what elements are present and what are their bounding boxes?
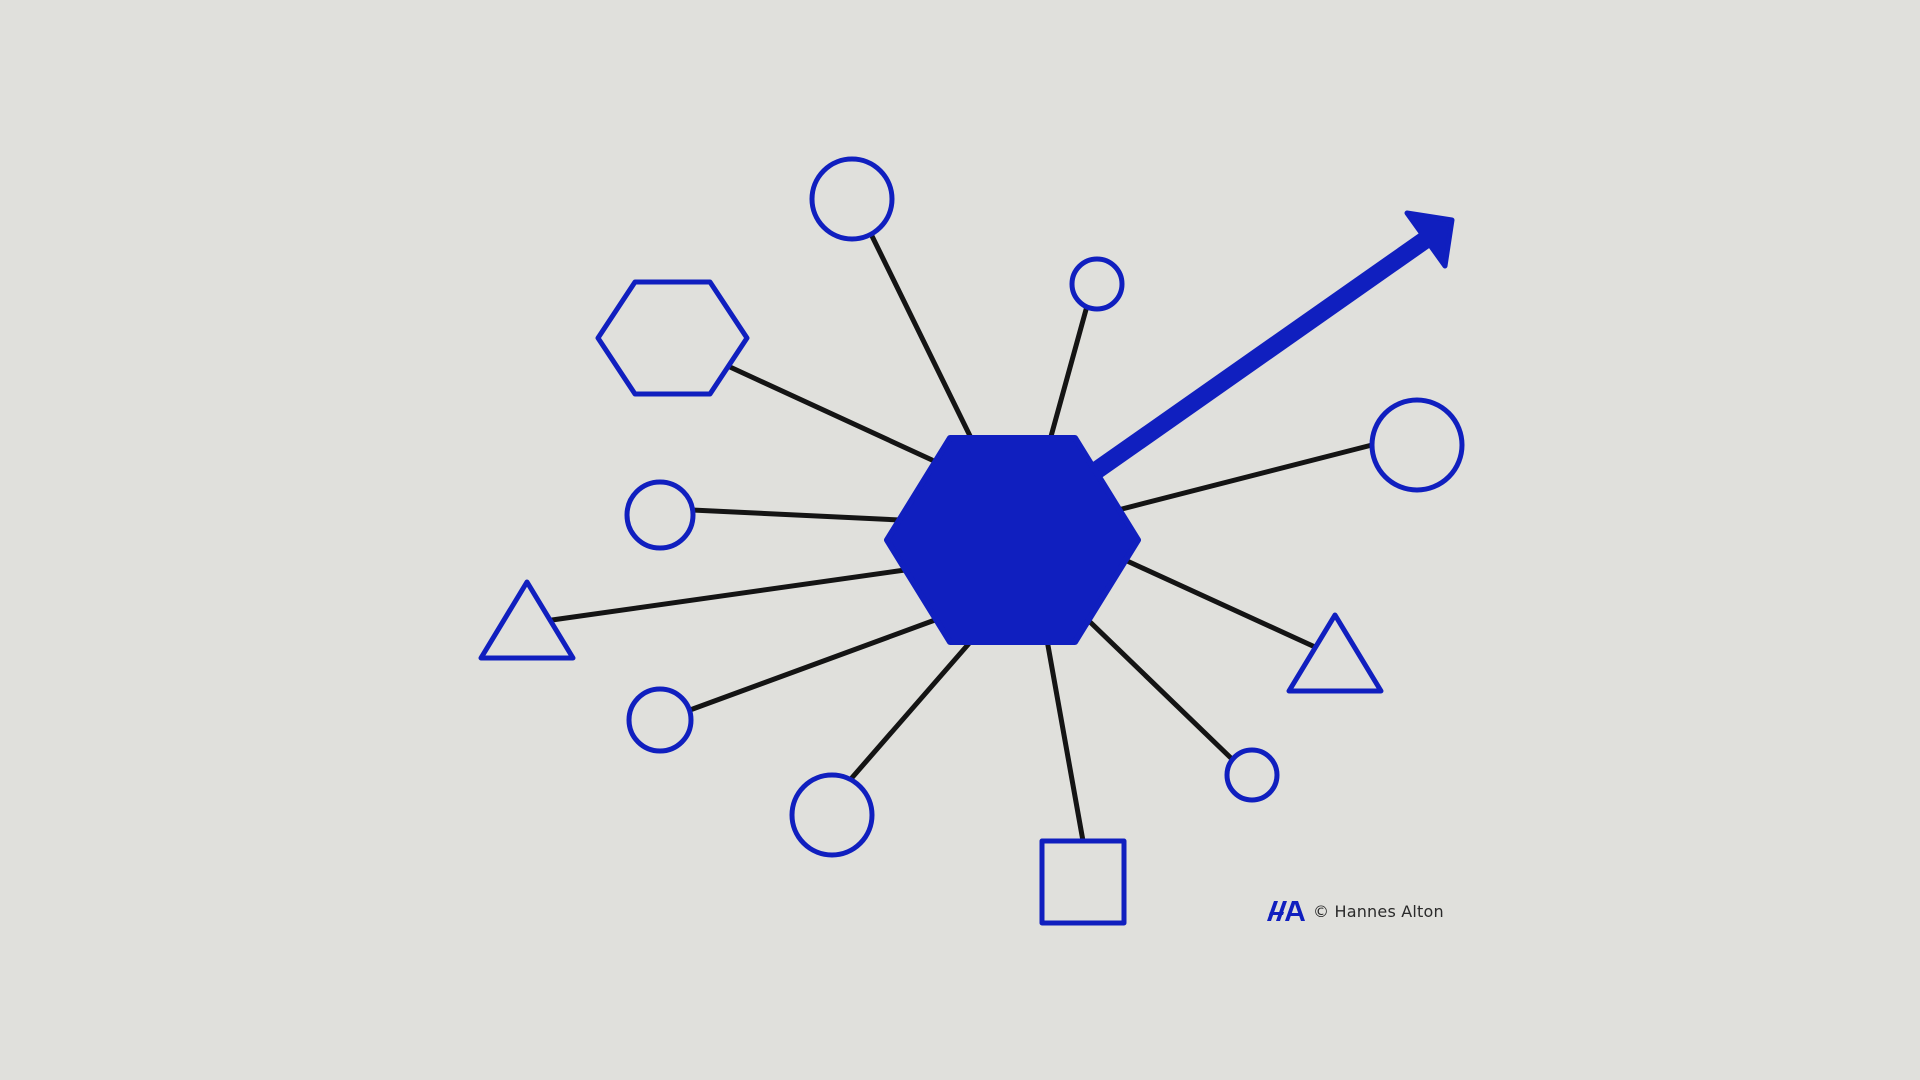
node-circle-top-right-small xyxy=(1069,256,1125,312)
connector-lines xyxy=(549,231,1375,844)
connector-lower-right-circle xyxy=(1085,617,1237,764)
connector-left-circle xyxy=(689,507,903,523)
node-circle-right xyxy=(1369,397,1465,493)
node-circle-lower-right xyxy=(1224,747,1280,803)
node-hexagon-left xyxy=(595,279,750,397)
copyright-text: © Hannes Alton xyxy=(1313,901,1444,921)
connector-right-circle xyxy=(1115,442,1375,513)
outline-nodes xyxy=(478,156,1465,926)
connector-top-circle xyxy=(868,231,975,443)
node-triangle-right xyxy=(1286,612,1384,694)
node-circle-bottom-left xyxy=(789,772,875,858)
connector-lower-left-circle xyxy=(687,617,938,713)
node-circle-left xyxy=(624,479,696,551)
node-square-bottom xyxy=(1039,838,1127,926)
hexagon-hub-icon xyxy=(884,435,1141,645)
ha-monogram-logo xyxy=(1267,901,1305,921)
connector-bottom-left-circle xyxy=(847,637,975,783)
connector-bottom-square xyxy=(1044,637,1086,844)
arrow-shaft xyxy=(1084,232,1431,483)
node-triangle-left xyxy=(478,579,576,661)
arrow-up-right-icon xyxy=(1084,210,1455,483)
node-circle-lower-left xyxy=(626,686,694,754)
arrow-head xyxy=(1404,210,1455,269)
connector-right-triangle xyxy=(1122,557,1318,650)
credit: © Hannes Alton xyxy=(1265,898,1444,924)
node-circle-top xyxy=(809,156,895,242)
connector-left-hexagon xyxy=(727,364,935,463)
connector-left-triangle xyxy=(549,567,908,623)
connector-top-right-small-circle xyxy=(1047,303,1090,443)
